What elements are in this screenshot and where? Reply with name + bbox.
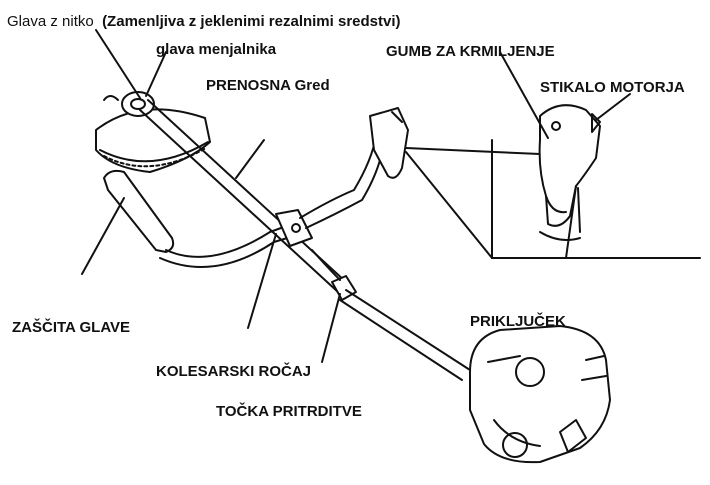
line-head-note: (Zamenljiva z jeklenimi rezalnimi sredst… [102, 13, 400, 30]
attachment-point-label: TOČKA PRITRDITVE [216, 404, 362, 419]
head-guard-label: ZAŠČITA GLAVE [12, 320, 130, 335]
gear-head-label: glava menjalnika [156, 42, 276, 57]
right-handle-shape [300, 108, 408, 280]
line-head-prefix: Glava z nitko [7, 13, 94, 30]
drive-shaft-label: PRENOSNA Gred [206, 78, 330, 93]
engine-switch-label: STIKALO MOTORJA [540, 80, 685, 95]
line-head-label: Glava z nitko (Zamenljiva z jeklenimi re… [7, 14, 401, 29]
grip-detail-shape [540, 105, 600, 240]
engine-shape [470, 326, 610, 462]
throttle-lever-label: GUMB ZA KRMILJENJE [386, 44, 555, 59]
bike-handle-label: KOLESARSKI ROČAJ [156, 364, 311, 379]
engine-label: PRIKLJUČEK [470, 314, 566, 329]
left-handle-shape [104, 171, 294, 267]
